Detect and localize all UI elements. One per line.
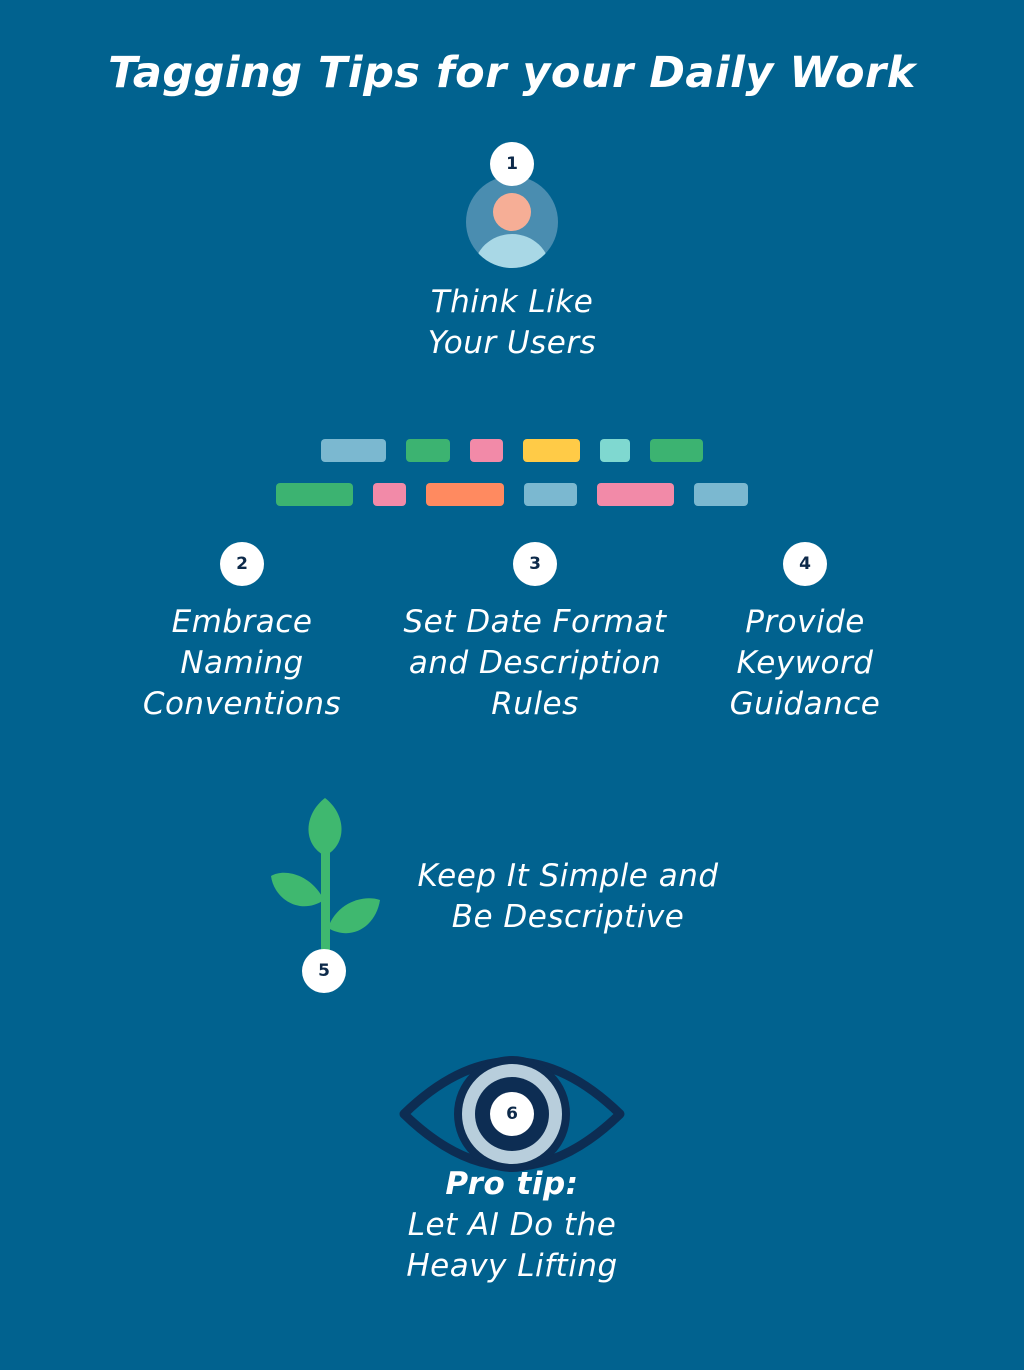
tag-chip <box>373 483 406 506</box>
tag-chip <box>597 483 674 506</box>
tip-5-label: Keep It Simple and Be Descriptive <box>398 856 738 938</box>
tip-2-number-badge: 2 <box>220 542 264 586</box>
tip-2-line-1: Embrace <box>171 604 313 640</box>
tip-5-number-badge: 5 <box>302 949 346 993</box>
tip-3-label: Set Date Format and Description Rules <box>380 602 690 725</box>
tip-6-line-1: Let AI Do the <box>407 1207 617 1243</box>
sprout-icon <box>271 798 380 966</box>
user-avatar-icon <box>466 176 558 268</box>
page-title: Tagging Tips for your Daily Work <box>108 48 916 98</box>
tip-5-line-2: Be Descriptive <box>451 899 685 935</box>
tag-chip <box>470 439 503 462</box>
tip-2-line-3: Conventions <box>142 686 342 722</box>
tag-chip <box>406 439 450 462</box>
tip-3-number-badge: 3 <box>513 542 557 586</box>
tag-chip <box>523 439 580 462</box>
tip-1-line-2: Your Users <box>427 325 597 361</box>
tag-chip <box>650 439 703 462</box>
tip-6-label: Pro tip: Let AI Do the Heavy Lifting <box>332 1164 692 1287</box>
tag-chip <box>524 483 577 506</box>
tip-3-line-1: Set Date Format <box>403 604 667 640</box>
tip-1-label: Think Like Your Users <box>312 282 712 364</box>
tag-chip <box>694 483 748 506</box>
tag-chip <box>321 439 386 462</box>
tip-6-number-badge: 6 <box>490 1092 534 1136</box>
tip-2-line-2: Naming <box>180 645 304 681</box>
eye-icon <box>399 1056 625 1172</box>
tag-chip <box>276 483 353 506</box>
tag-chip <box>426 483 504 506</box>
tip-2-label: Embrace Naming Conventions <box>102 602 382 725</box>
tip-4-line-1: Provide <box>745 604 865 640</box>
tip-1-number-badge: 1 <box>490 142 534 186</box>
tip-6-line-2: Heavy Lifting <box>406 1248 618 1284</box>
tip-6-heading: Pro tip: <box>445 1166 579 1202</box>
tip-4-line-2: Keyword <box>736 645 874 681</box>
tip-4-number-badge: 4 <box>783 542 827 586</box>
tag-chip <box>600 439 630 462</box>
tip-5-line-1: Keep It Simple and <box>417 858 719 894</box>
tip-4-label: Provide Keyword Guidance <box>695 602 915 725</box>
tip-1-line-1: Think Like <box>430 284 594 320</box>
tip-4-line-3: Guidance <box>729 686 881 722</box>
tip-3-line-2: and Description <box>408 645 662 681</box>
tip-3-line-3: Rules <box>491 686 579 722</box>
